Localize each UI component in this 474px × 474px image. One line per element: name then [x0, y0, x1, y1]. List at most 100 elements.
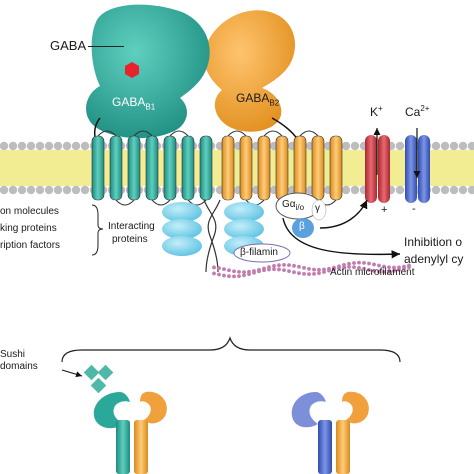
actin-bead — [372, 268, 376, 273]
actin-bead — [222, 273, 226, 278]
gaba-b1-helix — [163, 135, 177, 201]
ca-ion-label: Ca2+ — [405, 104, 430, 119]
minus-sign: - — [412, 203, 416, 215]
helix-loop — [133, 130, 153, 137]
lipid-head — [62, 141, 72, 151]
lipid-head — [0, 141, 9, 151]
actin-bead — [382, 269, 386, 274]
actin-bead — [317, 267, 321, 272]
lipid-head — [53, 141, 63, 151]
actin-bead — [372, 262, 376, 267]
actin-bead — [307, 272, 311, 277]
gaba-b1-helix — [145, 135, 159, 201]
actin-bead — [237, 269, 241, 274]
actin-bead — [342, 265, 346, 270]
actin-bead — [217, 272, 221, 277]
actin-bead — [362, 260, 366, 265]
inhibition-label-line1: Inhibition o — [404, 235, 463, 249]
actin-bead — [222, 267, 226, 272]
gaba-b1-helix — [127, 135, 141, 201]
lipid-head — [44, 185, 54, 195]
left-list-item-3: ription factors — [0, 240, 61, 251]
actin-microfilament — [212, 260, 411, 279]
actin-bead — [387, 265, 391, 270]
gaba-b1-label: GABAB1 — [112, 95, 156, 112]
g-beta-label: β — [299, 221, 305, 232]
gaba-b2-extracellular-domain — [203, 10, 296, 132]
lipid-head — [341, 141, 351, 151]
lipid-head — [458, 141, 468, 151]
lipid-head — [71, 185, 81, 195]
sushi-domains-icon — [83, 364, 114, 394]
gaba-b2-helix — [275, 135, 289, 201]
actin-bead — [402, 266, 406, 271]
lipid-head — [440, 185, 450, 195]
actin-bead — [277, 267, 281, 272]
gaba-ligand-icon — [125, 62, 139, 78]
lipid-head — [71, 141, 81, 151]
lipid-head — [395, 141, 405, 151]
actin-bead — [317, 271, 321, 276]
lipid-head — [350, 141, 360, 151]
lipid-head — [53, 185, 63, 195]
gaba-b1-helix — [109, 135, 123, 201]
helix-loop — [299, 130, 319, 137]
lipid-head — [62, 185, 72, 195]
actin-bead — [297, 264, 301, 269]
lipid-head — [350, 185, 360, 195]
lipid-head — [44, 141, 54, 151]
actin-bead — [382, 264, 386, 269]
lipid-head — [449, 141, 459, 151]
actin-bead — [407, 265, 411, 269]
actin-bead — [392, 269, 396, 273]
actin-bead — [357, 265, 361, 270]
actin-bead — [267, 267, 271, 272]
lipid-head — [35, 141, 45, 151]
actin-bead — [307, 266, 311, 271]
actin-bead — [252, 270, 256, 275]
interacting-proteins-label-line1: Interacting — [108, 221, 155, 232]
gaba-b1-helix — [181, 135, 195, 201]
actin-bead — [347, 261, 351, 266]
lipid-bilayer-membrane — [0, 141, 474, 195]
g-protein-to-adenylyl-cyclase-arrow — [282, 217, 401, 259]
actin-bead — [212, 271, 216, 276]
left-list-item-2: king proteins — [0, 223, 57, 234]
actin-bead — [302, 265, 306, 270]
interacting-proteins-brace — [91, 204, 104, 256]
gaba-b1-helix — [91, 135, 105, 201]
lipid-tail-band — [0, 150, 474, 186]
actin-bead — [392, 265, 396, 270]
actin-bead — [272, 264, 276, 268]
actin-bead — [397, 267, 401, 272]
lipid-head — [8, 185, 18, 195]
gaba-label: GABA — [50, 38, 87, 53]
receptor-b1b-without-sushi — [291, 391, 369, 474]
interacting-proteins-label-line2: proteins — [112, 234, 148, 245]
sushi-pointer-arrow — [61, 369, 83, 378]
beta-filamin-outline — [233, 243, 291, 263]
helix-loop — [263, 130, 283, 137]
lipid-head — [449, 185, 459, 195]
actin-bead — [347, 265, 351, 269]
helix-loop — [227, 130, 247, 137]
lipid-head — [17, 141, 27, 151]
gaba-b2-helix — [257, 135, 271, 201]
gaba-b1-helix — [199, 135, 213, 201]
actin-bead — [247, 272, 251, 277]
lipid-head — [8, 141, 18, 151]
actin-bead — [242, 270, 246, 274]
actin-bead — [282, 263, 286, 267]
interacting-proteins-left-stack — [162, 202, 202, 256]
actin-bead — [337, 266, 341, 270]
actin-bead — [357, 260, 361, 265]
actin-bead — [212, 265, 216, 270]
g-beta-subunit — [292, 218, 314, 238]
inhibition-label-line2: adenylyl cy — [404, 252, 464, 266]
lipid-head — [17, 185, 27, 195]
gaba-b2-transmembrane-helices — [221, 130, 343, 206]
lipid-head — [341, 185, 351, 195]
actin-bead — [292, 270, 296, 275]
gaba-b1-transmembrane-helices — [91, 130, 213, 206]
